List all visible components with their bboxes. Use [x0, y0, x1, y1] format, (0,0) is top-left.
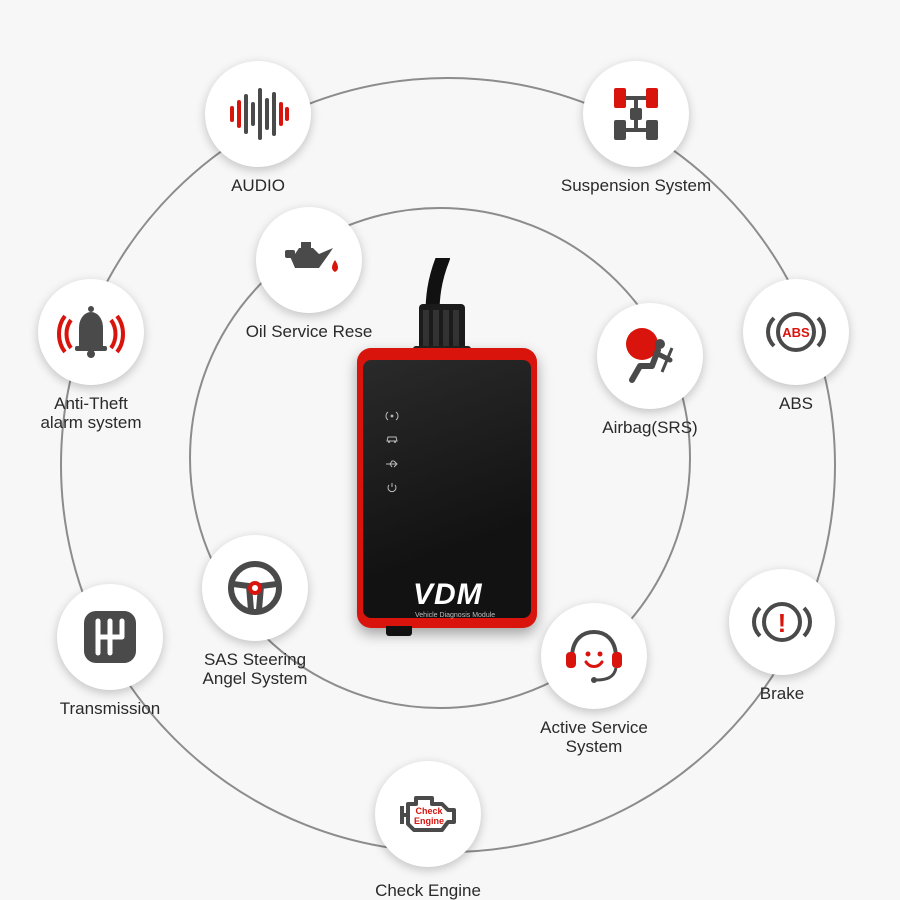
device-tagline: Vehicle Diagnosis Module: [415, 612, 496, 619]
feature-sas-steering-label: SAS Steering Angel System: [202, 650, 308, 688]
brake-icon-text: !: [778, 608, 787, 638]
feature-sas-steering: SAS Steering Angel System: [202, 535, 308, 688]
cable: [413, 258, 471, 360]
feature-active-service-label: Active Service System: [540, 718, 648, 756]
feature-audio-label: AUDIO: [231, 176, 285, 195]
suspension-icon: [614, 88, 658, 140]
power-icon: [387, 483, 397, 493]
steering-wheel-icon: [228, 561, 282, 615]
audio-waveform-icon: [230, 88, 289, 140]
feature-audio: AUDIO: [205, 61, 311, 195]
feature-anti-theft: Anti-Theft alarm system: [38, 279, 144, 432]
inner-ring: [189, 207, 691, 709]
vdm-device: VDM Vehicle Diagnosis Module: [357, 348, 537, 628]
feature-anti-theft-label: Anti-Theft alarm system: [40, 394, 142, 432]
feature-abs-label: ABS: [778, 394, 814, 413]
check-engine-text-1: Check: [415, 806, 443, 816]
feature-airbag-label: Airbag(SRS): [602, 418, 698, 437]
device-connector: [386, 626, 412, 636]
gear-shift-icon: [84, 611, 136, 663]
feature-oil-service: Oil Service Rese: [246, 207, 372, 341]
feature-check-engine-label: Check Engine: [375, 881, 481, 900]
feature-oil-service-label: Oil Service Rese: [245, 322, 373, 341]
usb-icon: [386, 460, 398, 468]
feature-suspension: Suspension System: [561, 61, 711, 195]
brake-warning-icon: !: [752, 602, 812, 642]
device-face: VDM Vehicle Diagnosis Module: [363, 360, 531, 619]
check-engine-icon: Check Engine: [400, 796, 456, 832]
device-brand: VDM: [413, 578, 483, 611]
feature-abs: ABS ABS: [743, 279, 849, 413]
feature-transmission-label: Transmission: [59, 699, 161, 718]
signal-icon: [385, 411, 399, 421]
car-icon: [386, 436, 398, 443]
feature-airbag: Airbag(SRS): [597, 303, 703, 437]
service-headset-icon: [566, 629, 622, 683]
feature-check-engine: Check Engine Check Engine: [375, 761, 481, 900]
check-engine-text-2: Engine: [414, 816, 444, 826]
feature-transmission: Transmission: [57, 584, 163, 718]
airbag-icon: [626, 328, 674, 383]
abs-icon-text: ABS: [782, 325, 810, 340]
feature-active-service: Active Service System: [540, 603, 648, 756]
feature-suspension-label: Suspension System: [560, 176, 712, 195]
feature-brake-label: Brake: [759, 684, 805, 703]
alarm-bell-icon: [57, 306, 125, 358]
feature-brake: ! Brake: [729, 569, 835, 703]
abs-icon: ABS: [766, 312, 826, 352]
oil-can-icon: [285, 242, 338, 272]
